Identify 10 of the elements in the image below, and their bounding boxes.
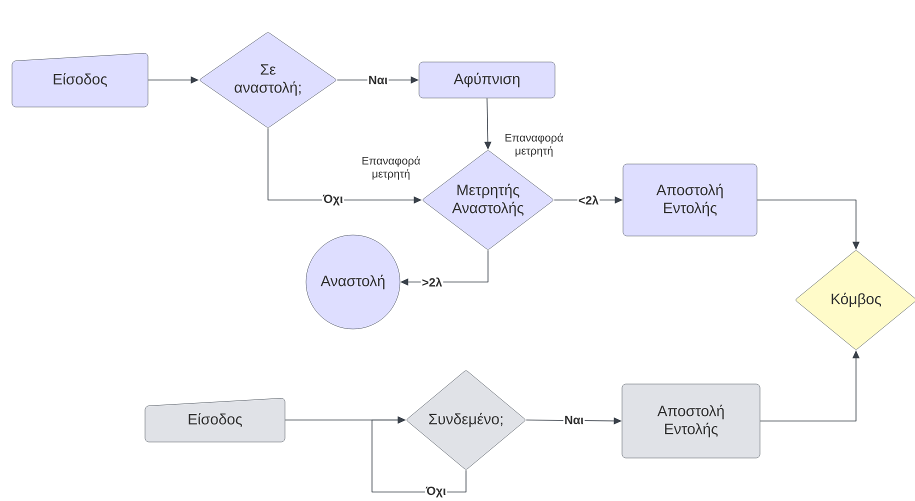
edge-label: >2λ — [420, 276, 444, 288]
arrow — [372, 416, 466, 492]
process-box: Αφύπνιση — [418, 62, 556, 98]
process-box: Αποστολή Εντολής — [622, 384, 760, 458]
edge-label: Ναι — [367, 74, 389, 86]
process-box: Αποστολή Εντολής — [622, 164, 758, 236]
edge-label: Όχι — [424, 486, 448, 498]
edge-label: Ναι — [563, 414, 585, 426]
edge-label: <2λ — [577, 194, 600, 206]
edge-label: Όχι — [322, 194, 344, 206]
